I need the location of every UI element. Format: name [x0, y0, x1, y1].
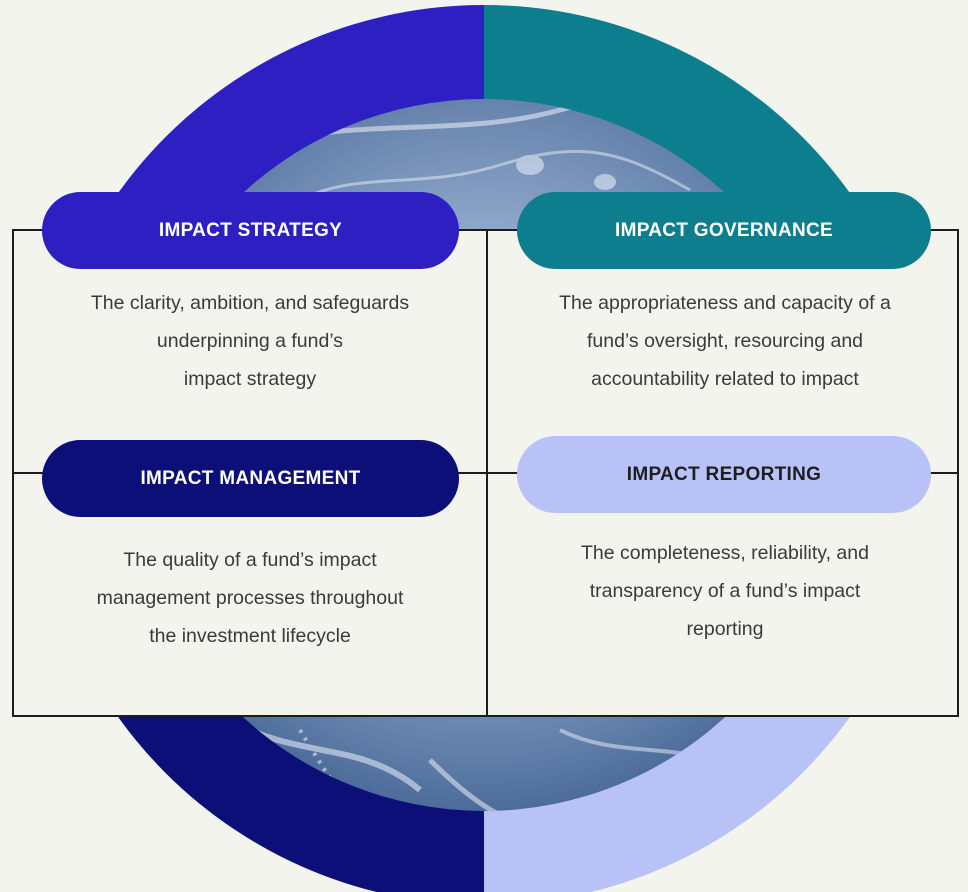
impact-management-title: IMPACT MANAGEMENT [140, 467, 361, 489]
impact-reporting-description: The completeness, reliability, and trans… [581, 542, 869, 640]
impact-strategy-title: IMPACT STRATEGY [158, 219, 343, 241]
impact-reporting-title: IMPACT REPORTING [626, 463, 822, 485]
impact-management-pill: IMPACT MANAGEMENT [42, 440, 459, 517]
impact-governance-pill: IMPACT GOVERNANCE [517, 192, 931, 269]
impact-reporting-pill: IMPACT REPORTING [517, 436, 931, 513]
impact-governance-description: The appropriateness and capacity of a fu… [559, 292, 891, 390]
impact-strategy-pill: IMPACT STRATEGY [42, 192, 459, 269]
divider-left-stub [12, 472, 47, 474]
divider-right-stub [926, 472, 959, 474]
divider-center-stub [450, 472, 522, 474]
impact-governance-title: IMPACT GOVERNANCE [615, 219, 833, 241]
impact-strategy-description: The clarity, ambition, and safeguards un… [90, 292, 410, 390]
impact-management-description: The quality of a fund’s impact managemen… [96, 549, 404, 647]
